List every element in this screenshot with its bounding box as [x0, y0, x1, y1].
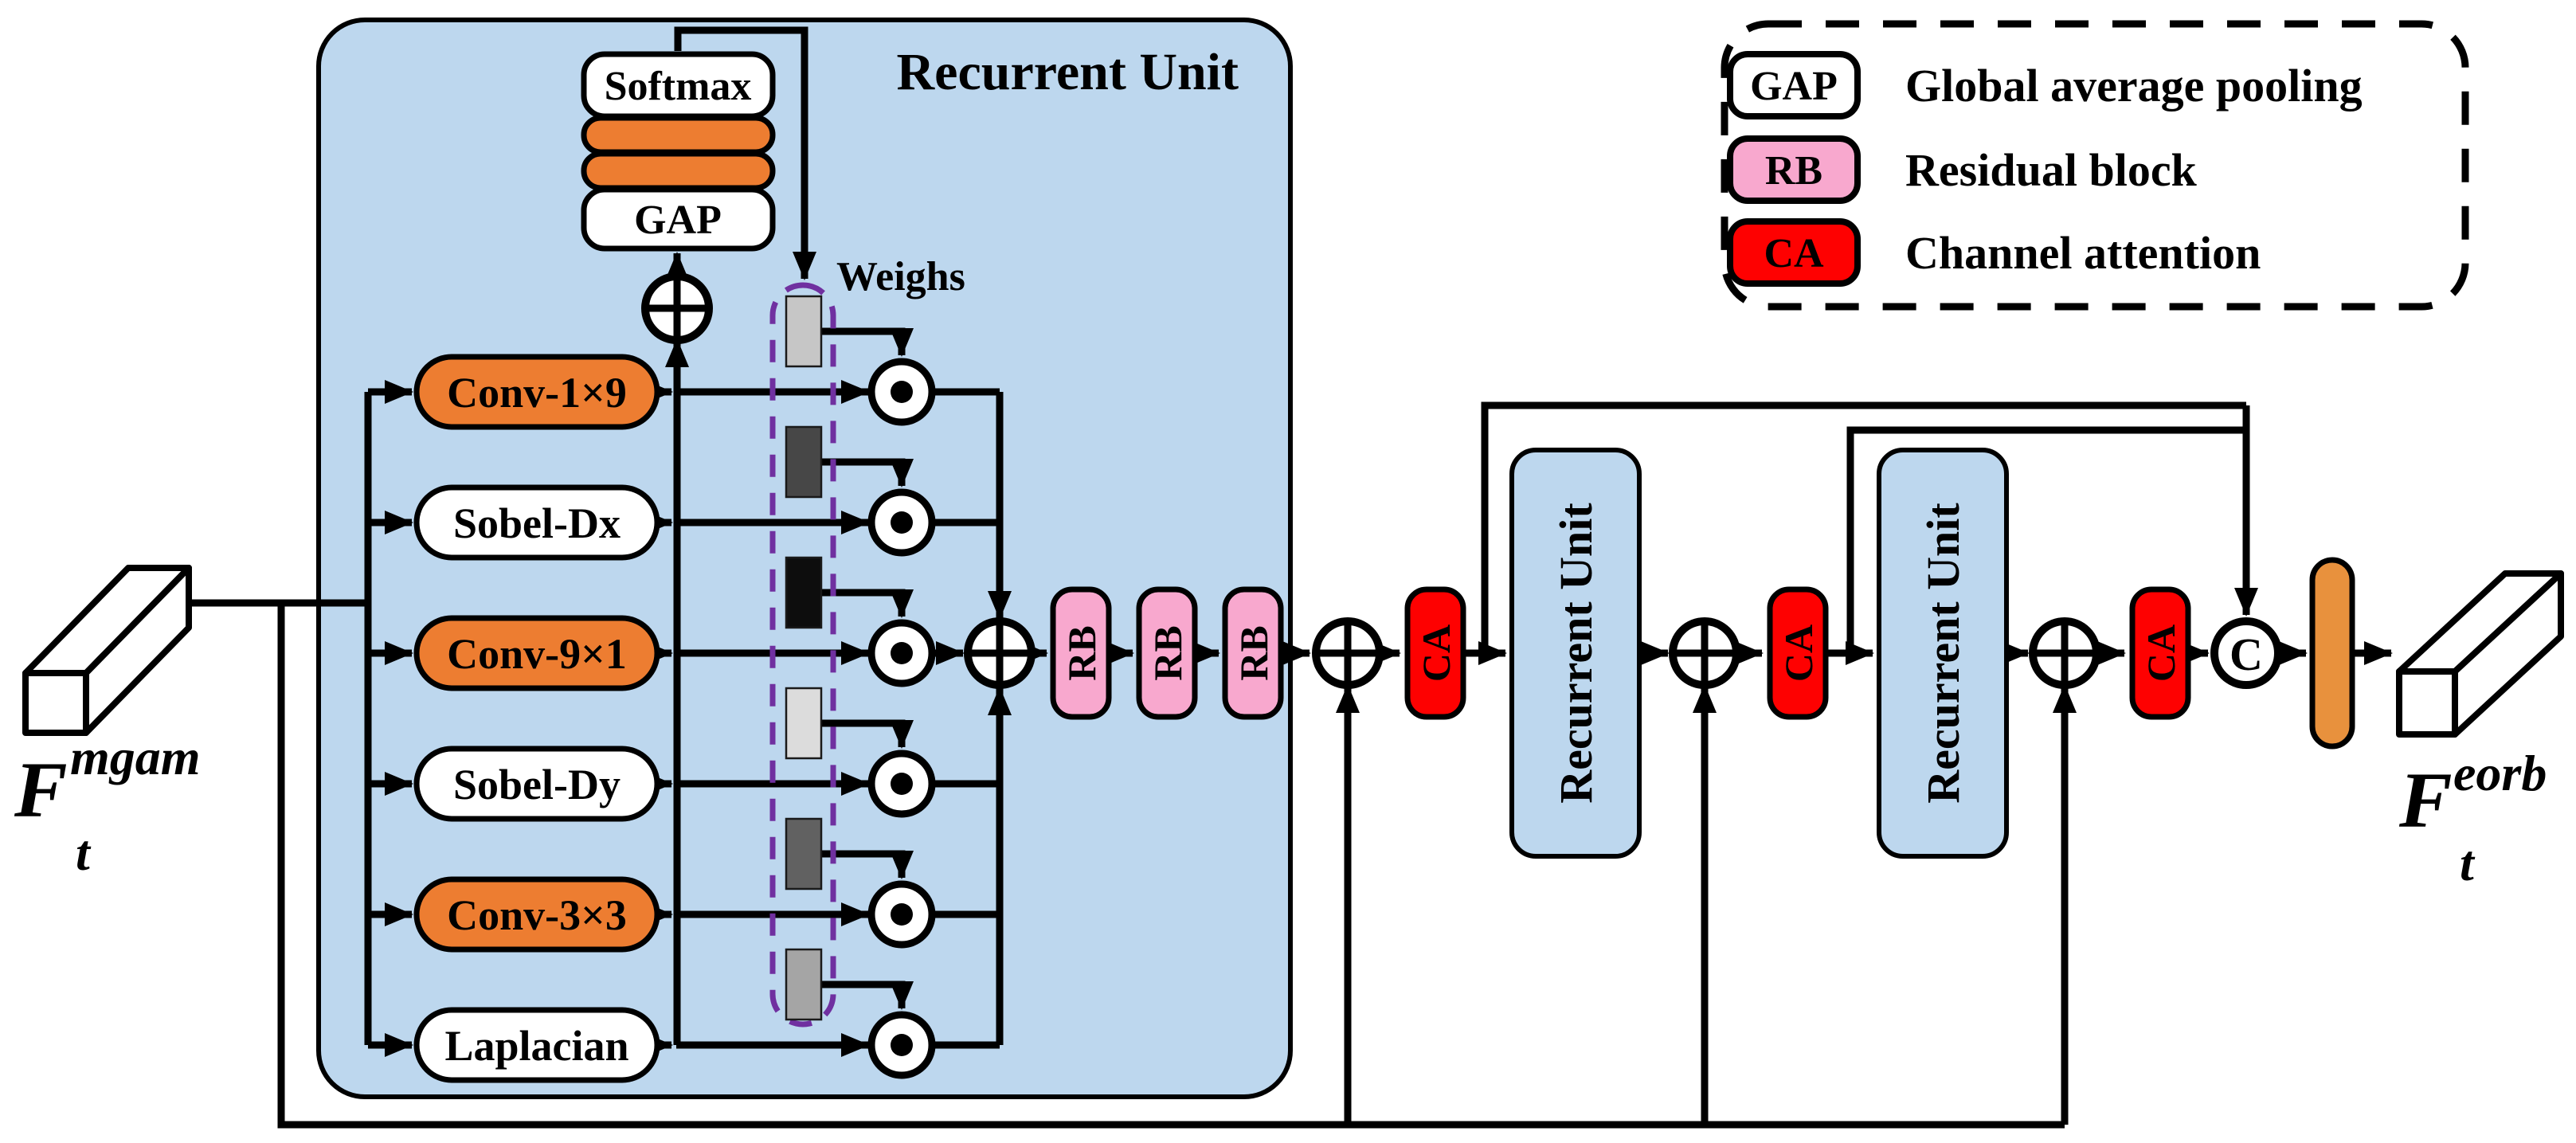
weight-square-3 [785, 556, 823, 629]
add-node-3 [2029, 617, 2100, 689]
legend-rb-desc: Residual block [1905, 144, 2198, 196]
final-conv-bar [2309, 557, 2355, 750]
input-tensor [22, 565, 192, 736]
legend-gap-key: GAP [1750, 64, 1838, 109]
output-tensor-label: F eorb t [2398, 745, 2547, 891]
edge-bottom-skip-bus [277, 603, 2065, 1129]
rb-blocks: RB RB RB [1050, 586, 1284, 720]
weight-square-6 [785, 948, 823, 1021]
concat-node-label: C [2230, 628, 2263, 680]
input-tensor-front-face [22, 670, 89, 736]
legend: GAP Global average pooling RB Residual b… [1721, 20, 2469, 311]
edge-w4-mul [821, 719, 914, 749]
rb-block-1-label: RB [1059, 625, 1104, 680]
multiply-node-5 [867, 880, 936, 949]
filter-laplacian-label: Laplacian [444, 1022, 628, 1070]
ca-block-3-label: CA [2139, 624, 2183, 682]
filter-conv-3x3 [413, 876, 660, 953]
legend-gap-desc: Global average pooling [1905, 60, 2363, 112]
add-nodes [641, 272, 2100, 689]
edge-w1-mul [821, 327, 914, 357]
legend-rb-key: RB [1765, 148, 1822, 194]
output-label-sub: t [2460, 835, 2476, 891]
output-label-sup: eorb [2453, 745, 2547, 801]
multiply-node-4 [867, 750, 936, 818]
filter-conv-1x9 [413, 354, 660, 430]
recurrent-unit-block-1 [1509, 448, 1642, 859]
filter-sobel-dy [413, 746, 660, 822]
gap-label: GAP [634, 198, 722, 243]
edge-w6-mul [821, 981, 914, 1010]
recurrent-unit-block-2-label: Recurrent Unit [1917, 503, 1969, 804]
multiply-node-6 [867, 1011, 936, 1079]
weight-square-5 [785, 817, 823, 891]
conv-layer-1 [581, 115, 776, 155]
input-label-sub: t [76, 824, 92, 881]
ca-block-2 [1767, 586, 1829, 720]
conv-layer-2 [581, 151, 776, 191]
weights-column: Weighs [769, 254, 965, 1028]
legend-ca-desc: Channel attention [1905, 227, 2261, 279]
input-label-base: F [14, 746, 68, 834]
rb-block-2-label: RB [1145, 625, 1190, 680]
legend-ca-key: CA [1764, 231, 1824, 276]
recurrent-unit-blocks: Recurrent Unit Recurrent Unit [1509, 448, 2009, 859]
filter-conv-9x1 [413, 615, 660, 691]
filter-conv-9x1-label: Conv-9×1 [447, 630, 627, 678]
multiply-node-1 [867, 358, 936, 426]
filter-laplacian [413, 1007, 660, 1083]
rb-block-1 [1050, 586, 1112, 720]
recurrent-unit-block-2 [1877, 448, 2009, 859]
rb-block-3 [1222, 586, 1284, 720]
add-node-1 [1312, 617, 1384, 689]
filter-sobel-dx-label: Sobel-Dx [453, 499, 621, 547]
filter-sobel-dy-label: Sobel-Dy [453, 761, 621, 808]
multiply-node-2 [867, 488, 936, 557]
edge-w2-mul [821, 458, 914, 487]
concat-node: C [2210, 617, 2282, 689]
filter-conv-1x9-label: Conv-1×9 [447, 369, 627, 417]
multiply-node-3 [867, 619, 936, 687]
legend-ca-chip [1727, 218, 1861, 287]
ca-block-3 [2129, 586, 2191, 720]
recurrent-unit-block-1-label: Recurrent Unit [1550, 503, 1602, 804]
weight-square-2 [785, 425, 823, 499]
filter-blocks: Conv-1×9 Sobel-Dx Conv-9×1 Sobel-Dy Conv… [413, 354, 660, 1083]
edge-w3-mul [821, 589, 914, 618]
legend-gap-chip [1727, 51, 1861, 119]
output-tensor-front-face [2396, 668, 2458, 738]
weight-square-4 [785, 687, 823, 760]
add-node-fusion [964, 617, 1035, 689]
legend-box [1721, 20, 2469, 311]
add-node-gap [641, 272, 713, 344]
filter-conv-3x3-label: Conv-3×3 [447, 891, 627, 939]
weighs-label: Weighs [836, 254, 965, 299]
legend-rb-chip [1727, 135, 1861, 204]
edge-skip2-top [1846, 426, 2246, 653]
output-label-base: F [2398, 756, 2453, 844]
add-node-2 [1669, 617, 1740, 689]
ca-block-2-label: CA [1776, 624, 1821, 682]
panel-title: Recurrent Unit [896, 43, 1239, 101]
softmax-label: Softmax [605, 64, 752, 109]
ca-block-1-label: CA [1414, 624, 1458, 682]
output-tensor [2396, 570, 2564, 738]
rb-block-3-label: RB [1231, 625, 1276, 680]
filter-sobel-dx [413, 484, 660, 561]
edge-softmax-to-weights [674, 26, 816, 280]
edge-w5-mul [821, 850, 914, 879]
ca-blocks: CA CA CA [1404, 586, 2191, 720]
input-tensor-label: F mgam t [14, 729, 201, 881]
multiply-nodes [867, 358, 936, 1079]
input-label-sup: mgam [70, 729, 201, 785]
gap-block [581, 186, 776, 252]
edge-skip1-top [1481, 401, 2246, 653]
ca-block-1 [1404, 586, 1466, 720]
weight-square-1 [785, 295, 823, 368]
rb-block-2 [1136, 586, 1198, 720]
attention-stack: Softmax GAP [581, 51, 776, 252]
weights-dashed-box [769, 282, 836, 1028]
